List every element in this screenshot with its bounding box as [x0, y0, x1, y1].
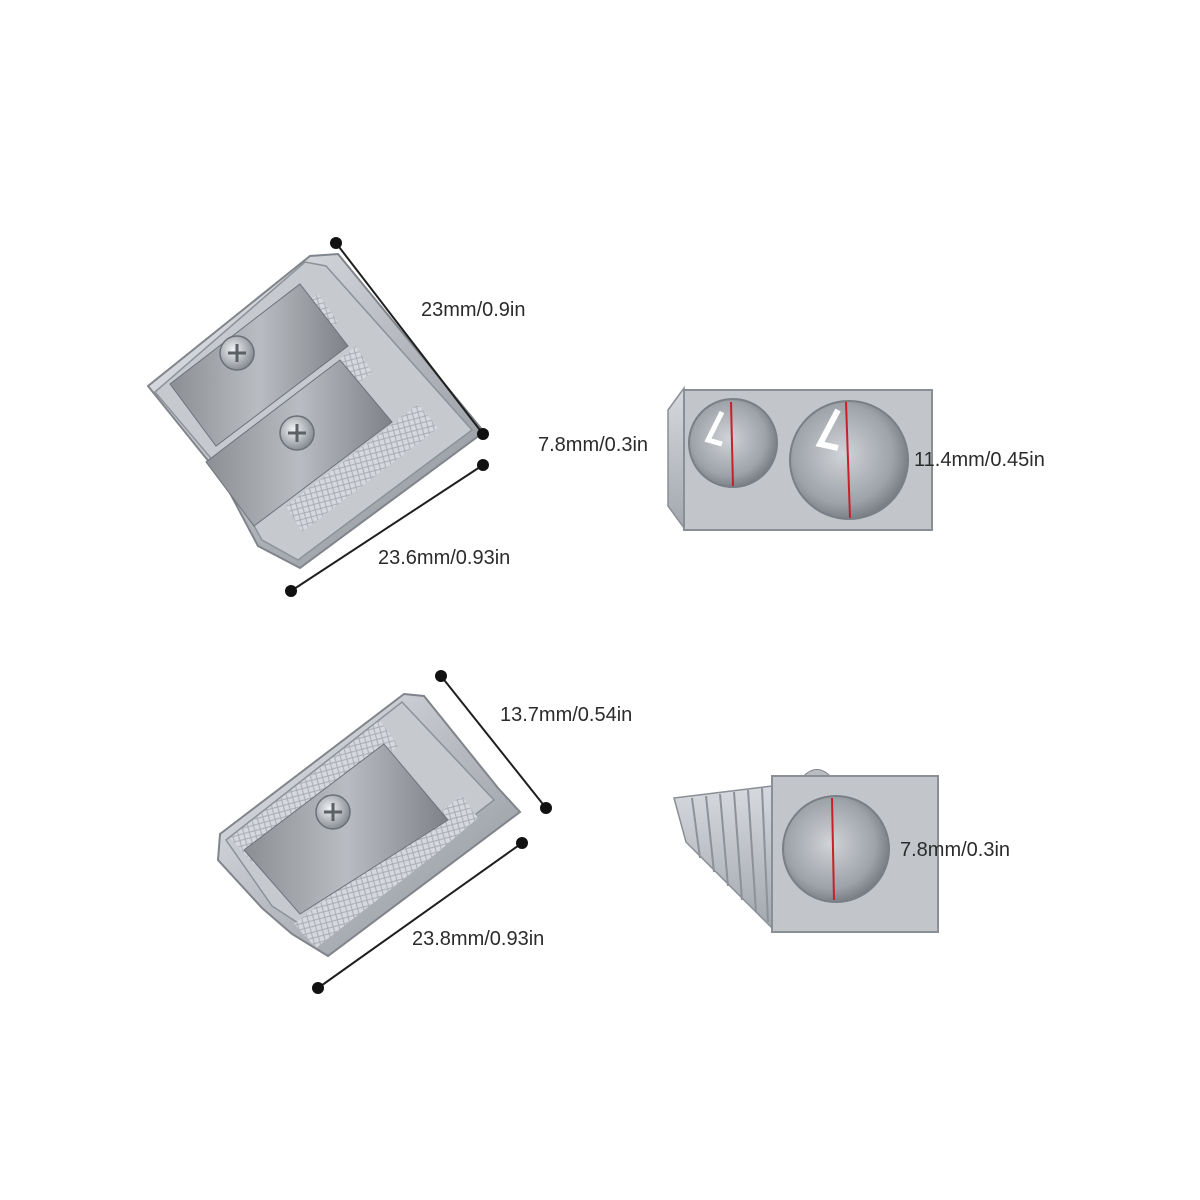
knurled-ridge-3: [286, 404, 438, 532]
single-sharpener-front-view: [673, 769, 939, 933]
large-hole-label: 11.4mm/0.45in: [914, 449, 1045, 471]
blade-1: [169, 283, 349, 447]
small-hole-diameter-marker: [730, 401, 734, 487]
single-length-label: 13.7mm/0.54in: [500, 704, 633, 726]
double-side-bevel: [667, 385, 685, 531]
knurled-edge-1: [230, 720, 398, 864]
double-sharpener-front-view: [667, 385, 933, 531]
dimension-line-length: [435, 670, 552, 814]
screw-icon: [279, 415, 315, 451]
large-hole: [789, 400, 909, 520]
dimension-line-width: [285, 459, 489, 597]
single-sharpener-top-view: [216, 692, 522, 958]
small-hole: [688, 398, 778, 488]
single-ridged-side: [673, 785, 773, 930]
knurled-edge-2: [294, 796, 478, 948]
single-hole-diameter-marker: [831, 797, 835, 901]
double-width-label: 23.6mm/0.93in: [378, 547, 511, 569]
dimension-line-width: [312, 837, 528, 994]
single-hole: [782, 795, 890, 903]
single-blade: [243, 743, 449, 915]
single-width-label: 23.8mm/0.93in: [412, 928, 545, 950]
small-hole-label: 7.8mm/0.3in: [538, 434, 649, 456]
double-length-label: 23mm/0.9in: [421, 299, 526, 321]
screw-icon: [219, 335, 255, 371]
dimension-line-length: [330, 237, 489, 440]
side-ridges: [691, 787, 769, 923]
single-hole-label: 7.8mm/0.3in: [900, 839, 1011, 861]
screw-icon: [315, 794, 351, 830]
large-hole-diameter-marker: [845, 401, 851, 519]
double-sharpener-top-view: [146, 252, 486, 570]
